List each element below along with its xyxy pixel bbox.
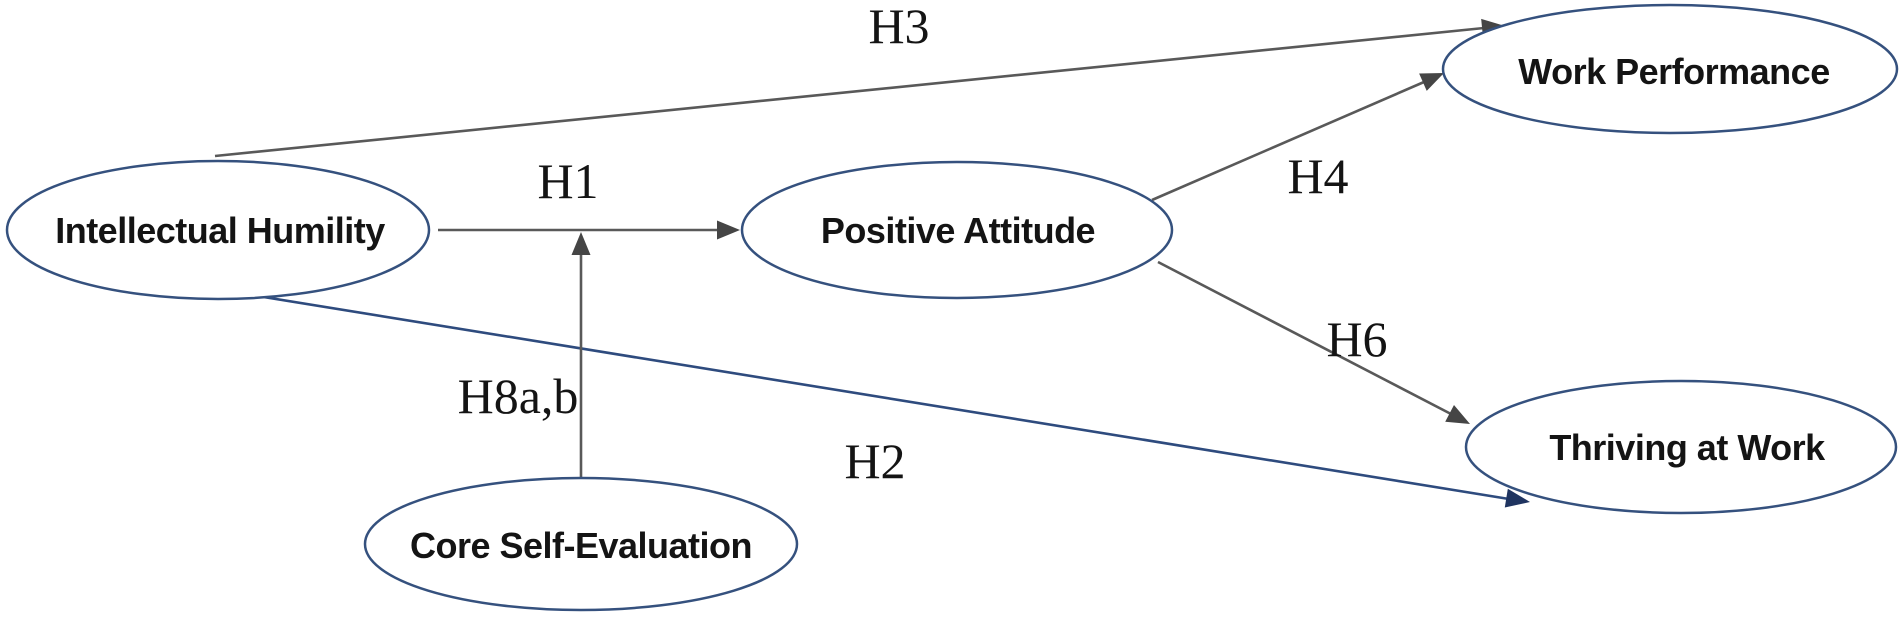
node-work-performance: Work Performance [1441, 3, 1899, 135]
h8ab-label: H8a,b [458, 368, 579, 424]
intellectual-humility-ellipse [5, 159, 431, 301]
thriving-at-work-ellipse [1464, 379, 1898, 515]
edge-h6: H6 [1157, 260, 1470, 424]
thriving-at-work-label: Thriving at Work [1549, 427, 1826, 468]
edge-h3: H3 [214, 0, 1505, 158]
work-performance-ellipse [1441, 3, 1899, 135]
h4-arrowhead-icon [1419, 73, 1444, 91]
work-performance-label: Work Performance [1518, 51, 1829, 92]
node-core-self-evaluation: Core Self-Evaluation [363, 476, 799, 612]
node-positive-attitude: Positive Attitude [740, 160, 1174, 300]
h1-arrowhead-icon [717, 220, 740, 240]
edge-h4: H4 [1151, 73, 1444, 204]
h4-label: H4 [1287, 148, 1348, 204]
h3-arrow-line [214, 26, 1485, 158]
h2-arrowhead-icon [1504, 488, 1530, 508]
edge-h2: H2 [232, 290, 1530, 508]
h3-label: H3 [868, 0, 929, 54]
h6-arrow-line [1157, 260, 1452, 416]
node-thriving-at-work: Thriving at Work [1464, 379, 1898, 515]
intellectual-humility-label: Intellectual Humility [55, 210, 385, 251]
edge-h8ab: H8a,b [458, 232, 591, 477]
core-self-evaluation-ellipse [363, 476, 799, 612]
h6-arrowhead-icon [1445, 404, 1470, 424]
positive-attitude-ellipse [740, 160, 1174, 300]
h4-arrow-line [1151, 80, 1425, 202]
node-intellectual-humility: Intellectual Humility [5, 159, 431, 301]
h2-arrow-line [232, 290, 1510, 501]
h6-label: H6 [1326, 311, 1387, 367]
positive-attitude-label: Positive Attitude [821, 210, 1095, 251]
h8ab-arrowhead-icon [571, 232, 591, 255]
h2-label: H2 [844, 433, 905, 489]
h1-label: H1 [537, 153, 598, 209]
core-self-evaluation-label: Core Self-Evaluation [410, 525, 752, 566]
edge-h1: H1 [438, 153, 740, 240]
